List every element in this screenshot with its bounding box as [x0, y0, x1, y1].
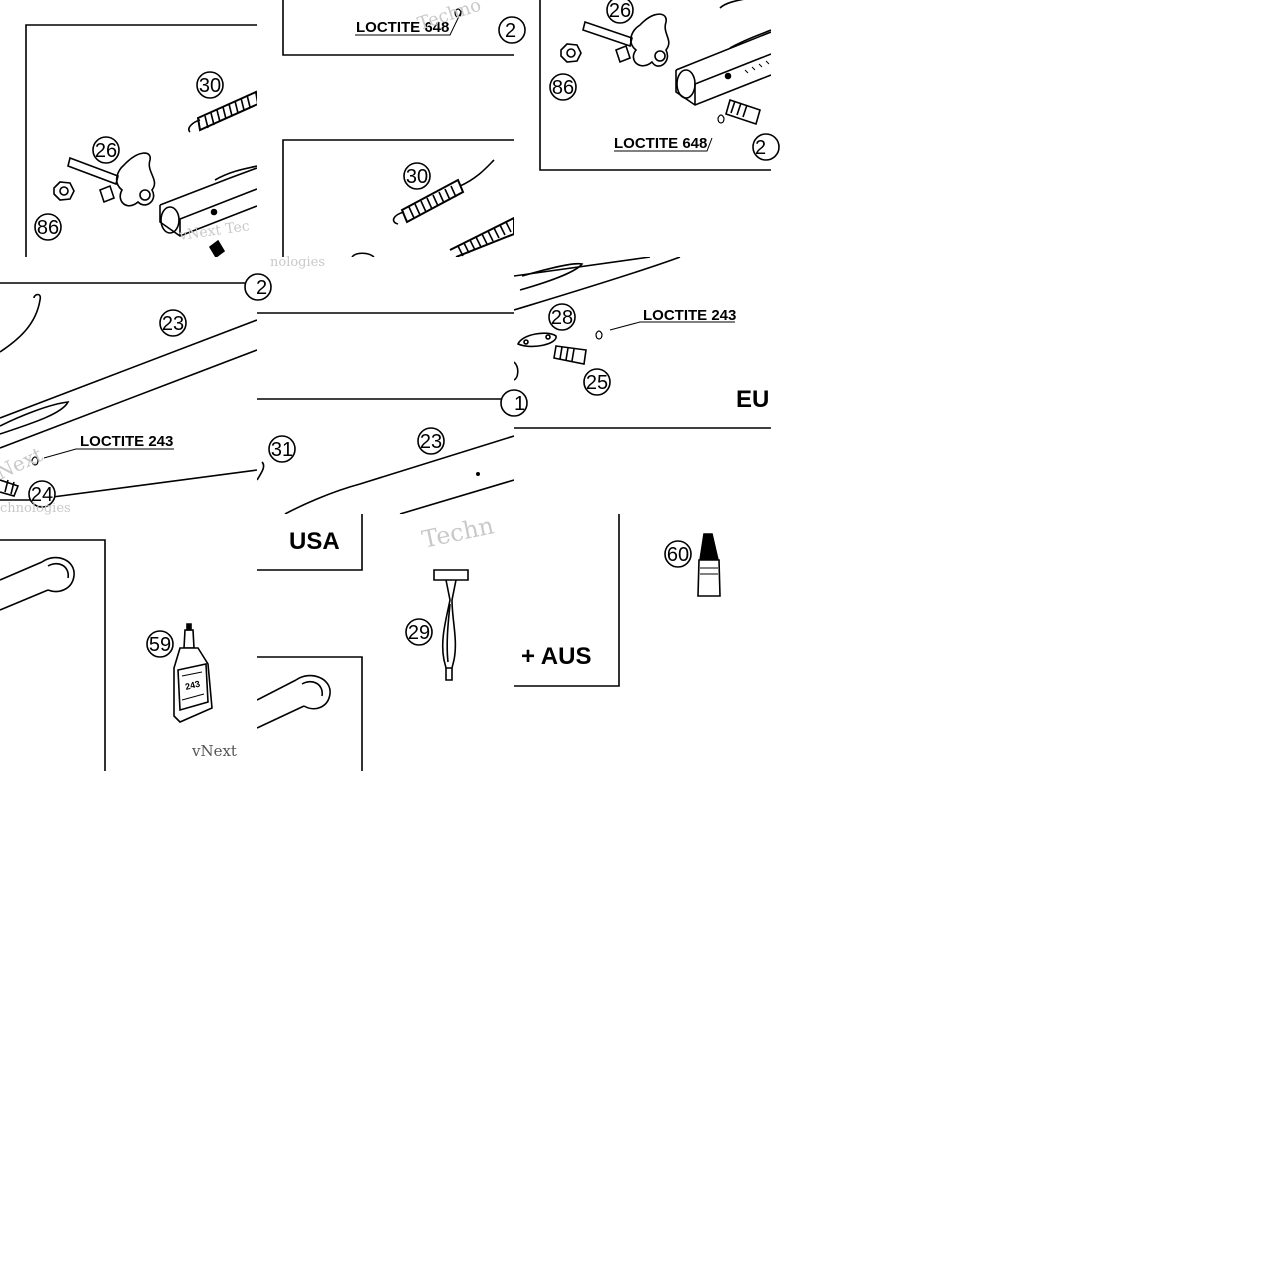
svg-text:30: 30 [199, 75, 221, 97]
watermark: Techno [415, 0, 484, 35]
svg-text:23: 23 [162, 313, 184, 335]
svg-text:86: 86 [37, 217, 59, 239]
callout-28: 28 [548, 303, 576, 331]
stand-bar-part [514, 257, 681, 311]
svg-text:2: 2 [505, 20, 516, 42]
svg-text:26: 26 [609, 0, 631, 22]
panel-frame-top [282, 0, 514, 56]
callout-24: 24 [28, 480, 56, 508]
callout-30: 30 [403, 162, 431, 190]
bracket-28-part [516, 332, 557, 348]
grease-tube-60 [697, 533, 721, 597]
watermark: nologies [270, 255, 325, 270]
svg-text:30: 30 [406, 166, 428, 188]
stand-foot-part [257, 674, 331, 729]
tile-5: 2 nologies 31 23 [244, 255, 514, 514]
nut-86-part [53, 181, 75, 201]
svg-text:31: 31 [271, 439, 293, 461]
spring-second-part [449, 216, 514, 257]
callout-25: 25 [583, 368, 611, 396]
callout-60: 60 [664, 540, 692, 568]
lever-26-part [582, 13, 670, 67]
svg-text:2: 2 [256, 277, 267, 299]
tile-2: LOCTITE 648 2 30 Techno [282, 0, 526, 257]
tile-8: USA 29 Techn [257, 511, 496, 771]
loctite-243-label: LOCTITE 243 [80, 433, 173, 450]
tile-6: 28 25 1 LOCTITE 243 EU [500, 257, 771, 429]
callout-2-partial: 2 [752, 133, 780, 161]
region-eu-label: EU [736, 386, 769, 413]
loctite-243-label: LOCTITE 243 [643, 307, 736, 324]
svg-text:29: 29 [408, 622, 430, 644]
callout-26: 26 [92, 136, 120, 164]
panel-frame-bottom [282, 139, 514, 257]
svg-text:25: 25 [586, 372, 608, 394]
spring-hook [0, 293, 42, 353]
region-usa-label: USA [289, 528, 340, 555]
lever-26-part [67, 152, 156, 207]
panel-frame [25, 24, 257, 257]
callout-86: 86 [34, 213, 62, 241]
callout-30: 30 [196, 71, 224, 99]
callout-2-partial: 2 [244, 273, 272, 301]
callout-59: 59 [146, 630, 174, 658]
svg-text:26: 26 [95, 140, 117, 162]
tile-9: + AUS 60 [514, 514, 721, 687]
watermark: Next [0, 442, 46, 484]
spring-31-end [257, 461, 265, 481]
stand-bar-part [159, 165, 257, 257]
spring-30-part [392, 159, 495, 225]
bolt-25-part [553, 345, 587, 365]
stand-bar-part [675, 0, 771, 106]
watermark-2: chnologies [0, 501, 71, 516]
bolt-24-part [0, 479, 20, 497]
panel-frame [514, 514, 620, 687]
loctite-bottle-59 [173, 623, 213, 723]
panel-frame [0, 539, 106, 771]
bolt-part [717, 98, 761, 126]
nut-86-part [560, 43, 582, 63]
spring-30-part [188, 90, 257, 133]
stand-bar-part [0, 319, 257, 501]
leader-line [614, 137, 713, 152]
leader-line [43, 448, 174, 459]
tool-29-part [433, 569, 469, 681]
watermark: vNext [191, 742, 237, 760]
svg-text:60: 60 [667, 544, 689, 566]
leader-line [609, 321, 735, 331]
callout-29: 29 [405, 618, 433, 646]
callout-26: 26 [606, 0, 634, 24]
panel-frame [539, 0, 771, 171]
callout-1-partial: 1 [500, 389, 528, 417]
watermark: vNext Tec [177, 218, 250, 244]
callout-86: 86 [549, 73, 577, 101]
svg-text:1: 1 [514, 393, 525, 415]
tile-3: 26 86 2 LOCTITE 648 [539, 0, 780, 171]
loctite-648-label: LOCTITE 648 [614, 135, 707, 152]
tile-1: 30 26 86 vNext Tec [25, 24, 257, 257]
callout-23: 23 [159, 309, 187, 337]
svg-text:23: 23 [420, 431, 442, 453]
panel-frame-bottom [257, 656, 363, 771]
watermark: Techn [419, 511, 496, 554]
panel-frame-top [257, 514, 363, 571]
svg-text:59: 59 [149, 634, 171, 656]
callout-23: 23 [417, 427, 445, 455]
svg-text:24: 24 [31, 484, 53, 506]
svg-text:2: 2 [755, 137, 766, 159]
region-aus-label: + AUS [521, 643, 591, 670]
tile-4: 23 24 LOCTITE 243 Next chnologies [0, 282, 257, 516]
svg-text:86: 86 [552, 77, 574, 99]
callout-2-partial: 2 [498, 16, 526, 44]
svg-text:28: 28 [551, 307, 573, 329]
callout-31: 31 [268, 435, 296, 463]
loctite-648-label: LOCTITE 648 [356, 19, 449, 36]
stand-bar-part [284, 435, 514, 514]
bottle-label: 243 [184, 679, 201, 692]
tile-7: 243 59 vNext [0, 539, 237, 771]
stand-foot-part [0, 556, 75, 611]
leader-line [355, 9, 463, 36]
